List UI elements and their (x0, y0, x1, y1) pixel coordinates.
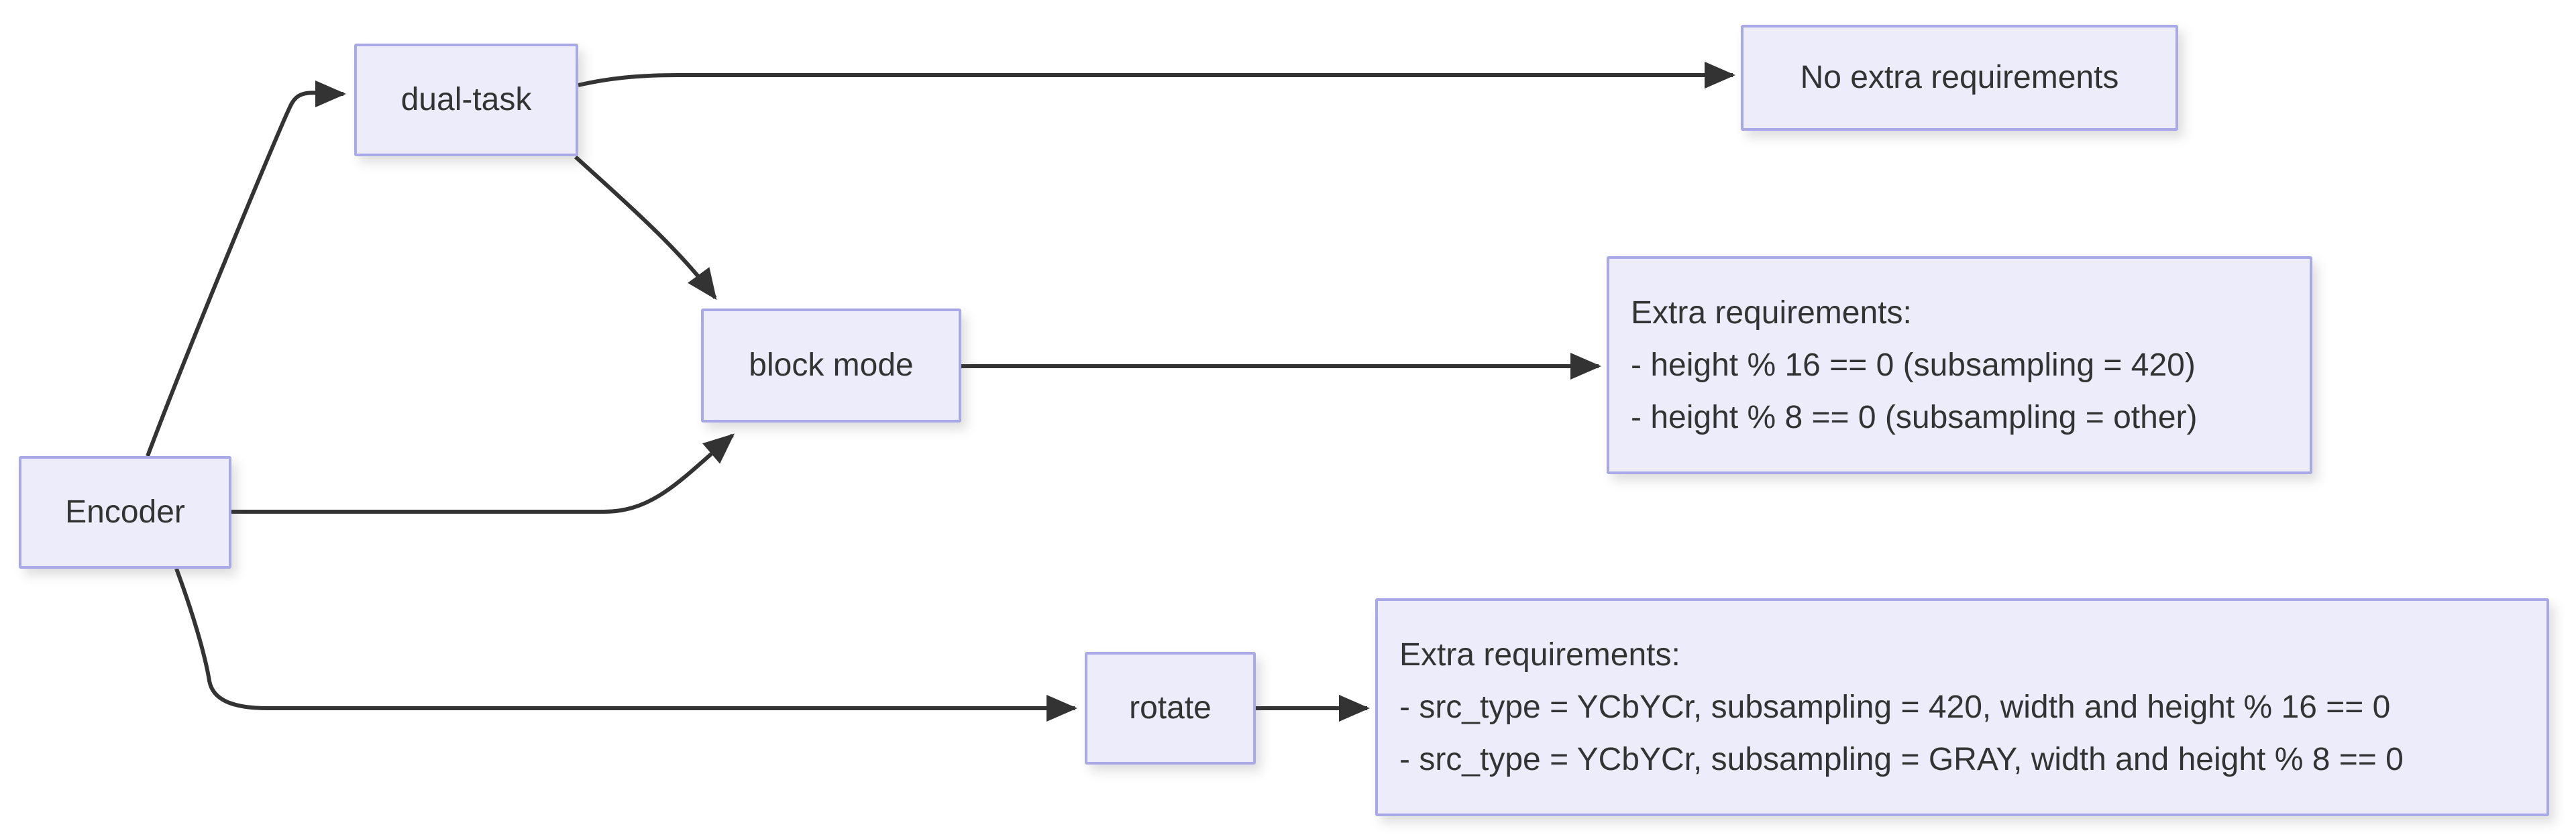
node-rotate-label: rotate (1129, 690, 1212, 726)
block-req-line-3: - height % 8 == 0 (subsampling = other) (1631, 399, 2198, 435)
node-rotate: rotate (1085, 652, 1256, 765)
node-rotate-requirements: Extra requirements: - src_type = YCbYCr,… (1375, 598, 2549, 816)
edge-encoder-to-dual-task (146, 80, 346, 457)
node-encoder-label: Encoder (65, 494, 185, 530)
node-encoder: Encoder (19, 456, 231, 569)
node-dual-task-label: dual-task (400, 82, 532, 117)
edge-encoder-to-block-mode (231, 433, 735, 514)
block-req-line-2: - height % 16 == 0 (subsampling = 420) (1631, 347, 2196, 383)
rotate-req-line-2: - src_type = YCbYCr, subsampling = 420, … (1399, 689, 2391, 725)
node-block-mode-label: block mode (749, 347, 914, 383)
rotate-req-line-1: Extra requirements: (1399, 636, 1680, 673)
edge-dual-task-to-no-extra (578, 62, 1735, 89)
node-no-extra-requirements-label: No extra requirements (1800, 60, 2119, 95)
edge-encoder-to-rotate (174, 567, 1077, 722)
rotate-req-line-3: - src_type = YCbYCr, subsampling = GRAY,… (1399, 741, 2404, 777)
edge-dual-task-to-block-mode (574, 155, 717, 300)
node-block-mode: block mode (701, 309, 961, 423)
node-dual-task: dual-task (354, 44, 578, 156)
node-block-mode-requirements: Extra requirements: - height % 16 == 0 (… (1607, 256, 2312, 474)
node-no-extra-requirements: No extra requirements (1741, 25, 2178, 131)
block-req-line-1: Extra requirements: (1631, 294, 1912, 331)
